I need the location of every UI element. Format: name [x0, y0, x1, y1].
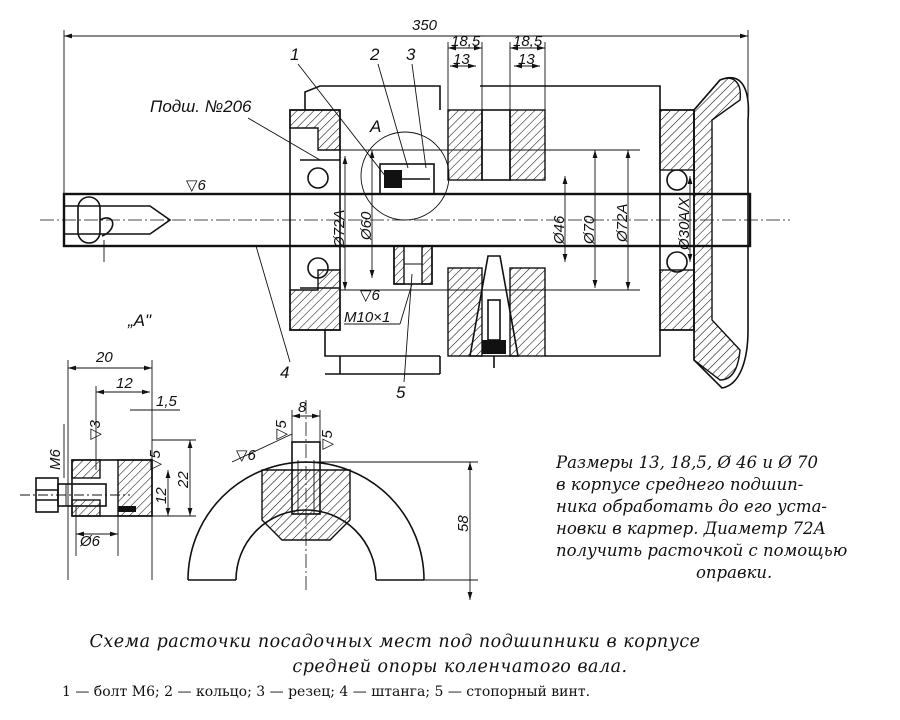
callout-2: 2 [369, 45, 380, 64]
right-ball-lower [666, 251, 688, 273]
note-line: в корпусе среднего подшип- [556, 475, 804, 494]
stopper-screw-cone [469, 255, 519, 357]
note-line: ника обработать до его уста- [556, 497, 827, 516]
section-rough-5b: ▽5 [319, 429, 336, 450]
callout-4: 4 [280, 363, 289, 382]
detail-a-circle [360, 131, 450, 221]
housing-outline [304, 85, 661, 375]
section-dim-58: 58 [455, 515, 472, 532]
section-rough-5a: ▽5 [273, 419, 290, 440]
callouts: Подш. №206 1 2 3 A 4 5 ▽6 ▽6 M10×1 „A" [127, 45, 427, 402]
diameter-30ax: Ø30А/Х [676, 196, 693, 251]
roughness-mid: ▽6 [360, 287, 381, 304]
middle-bearing-support [447, 109, 546, 368]
overall-length-label: 350 [412, 17, 438, 34]
diameter-72a-right: Ø72A [614, 204, 631, 243]
detail-dim-12: 12 [116, 375, 133, 392]
note-line: Размеры 13, 18,5, Ø 46 и Ø 70 [556, 453, 818, 472]
machining-note: Размеры 13, 18,5, Ø 46 и Ø 70 в корпусе … [556, 452, 896, 584]
stopper-screw-body [487, 299, 501, 341]
detail-phi6: Ø6 [79, 533, 101, 550]
detail-m6: M6 [47, 449, 64, 470]
detail-a-view: 20 12 1,5 M6 ▽3 ▽5 22 12 Ø6 [20, 349, 196, 580]
overall-length-dimension: 350 [63, 17, 749, 200]
detail-rough-3: ▽3 [87, 419, 104, 440]
parts-legend: 1 — болт М6; 2 — кольцо; 3 — резец; 4 — … [62, 684, 591, 700]
note-line: новки в картер. Диаметр 72А [556, 519, 826, 538]
boring-bar [40, 131, 790, 285]
bearing-label: Подш. №206 [150, 97, 252, 116]
detail-dim-22: 22 [175, 471, 192, 489]
caption-line: средней опоры коленчатого вала. [292, 657, 628, 677]
section-dim-8: 8 [298, 399, 307, 416]
callout-5: 5 [396, 383, 406, 402]
detail-dim-12v: 12 [153, 487, 170, 504]
note-line: получить расточкой с помощью [556, 541, 848, 560]
bearing-ball-upper [307, 167, 329, 189]
figure-caption: Схема расточки посадочных мест под подши… [0, 630, 790, 680]
detail-dim-1-5: 1,5 [156, 393, 178, 410]
section-a-label: A [369, 117, 381, 136]
width-13-right: 13 [518, 51, 535, 68]
diameter-dimensions: Ø72A Ø60 Ø46 Ø70 Ø72A Ø30А/Х [331, 149, 693, 291]
diameter-60: Ø60 [358, 211, 375, 241]
diameter-46: Ø46 [551, 215, 568, 245]
right-ball-upper [666, 169, 688, 191]
caption-line: Схема расточки посадочных мест под подши… [89, 632, 701, 652]
callout-3: 3 [406, 45, 416, 64]
callout-1: 1 [290, 45, 299, 64]
note-line: оправки. [696, 563, 773, 582]
width-dimensions: 18,5 13 18,5 13 [447, 33, 546, 110]
width-13-left: 13 [453, 51, 470, 68]
diameter-70: Ø70 [581, 215, 598, 245]
thread-label: M10×1 [344, 309, 390, 326]
detail-rough-5: ▽5 [147, 449, 164, 470]
detail-dim-20: 20 [95, 349, 113, 366]
arc-section-view: 8 ▽5 ▽5 ▽6 58 [187, 399, 478, 600]
roughness-top: ▽6 [186, 177, 207, 194]
diameter-72a-left: Ø72A [331, 210, 348, 249]
right-bearing-housing [659, 77, 750, 389]
view-a-label: „A" [127, 311, 152, 330]
bearing-ball-lower [307, 257, 329, 279]
width-18-5-right: 18,5 [513, 33, 543, 50]
width-18-5-left: 18,5 [451, 33, 481, 50]
